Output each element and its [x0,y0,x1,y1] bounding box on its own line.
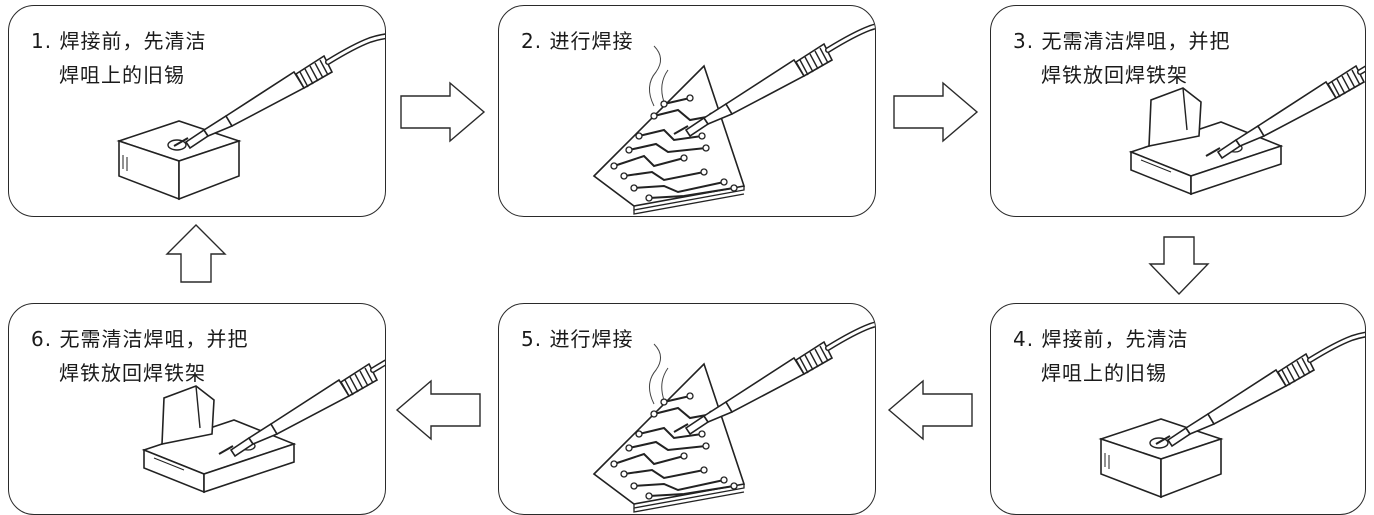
left-arrow-5-to-6 [395,379,481,441]
step-6-text: 6. 无需清洁焊咀，并把 焊铁放回焊铁架 [31,322,248,390]
iron-on-sponge-illustration [118,6,385,200]
step-3-text: 3. 无需清洁焊咀，并把 焊铁放回焊铁架 [1013,24,1230,92]
step-2-number: 2. [521,29,543,53]
step-6-line1: 无需清洁焊咀，并把 [59,327,249,351]
step-1-line2: 焊咀上的旧锡 [59,63,185,87]
iron-on-sponge-illustration [1100,304,1365,498]
step-panel-3: 3. 无需清洁焊咀，并把 焊铁放回焊铁架 [990,5,1366,217]
step-panel-5: 5. 进行焊接 [498,303,876,515]
right-arrow-2-to-3 [893,81,979,143]
step-3-line1: 无需清洁焊咀，并把 [1041,29,1231,53]
step-panel-1: 1. 焊接前，先清洁 焊咀上的旧锡 [8,5,386,217]
step-4-line2: 焊咀上的旧锡 [1041,361,1167,385]
step-1-number: 1. [31,29,53,53]
step-1-text: 1. 焊接前，先清洁 焊咀上的旧锡 [31,24,206,92]
step-2-line1: 进行焊接 [549,29,634,53]
step-3-line2: 焊铁放回焊铁架 [1041,63,1188,87]
step-6-line2: 焊铁放回焊铁架 [59,361,206,385]
right-arrow-1-to-2 [400,81,486,143]
iron-in-stand-illustration [143,304,385,493]
step-3-number: 3. [1013,29,1035,53]
step-5-text: 5. 进行焊接 [521,322,633,356]
step-panel-2: 2. 进行焊接 [498,5,876,217]
step-panel-4: 4. 焊接前，先清洁 焊咀上的旧锡 [990,303,1366,515]
step-6-number: 6. [31,327,53,351]
step-5-line1: 进行焊接 [549,327,634,351]
up-arrow-6-to-1 [165,224,227,283]
step-5-number: 5. [521,327,543,351]
step-4-text: 4. 焊接前，先清洁 焊咀上的旧锡 [1013,322,1188,390]
left-arrow-4-to-5 [887,379,973,441]
step-1-line1: 焊接前，先清洁 [59,29,207,53]
step-panel-6: 6. 无需清洁焊咀，并把 焊铁放回焊铁架 [8,303,386,515]
step-2-text: 2. 进行焊接 [521,24,633,58]
iron-soldering-pcb-illustration [593,6,875,215]
iron-soldering-pcb-illustration [593,304,875,513]
down-arrow-3-to-4 [1148,236,1210,296]
step-4-number: 4. [1013,327,1035,351]
iron-in-stand-illustration [1130,6,1365,195]
step-4-line1: 焊接前，先清洁 [1041,327,1189,351]
